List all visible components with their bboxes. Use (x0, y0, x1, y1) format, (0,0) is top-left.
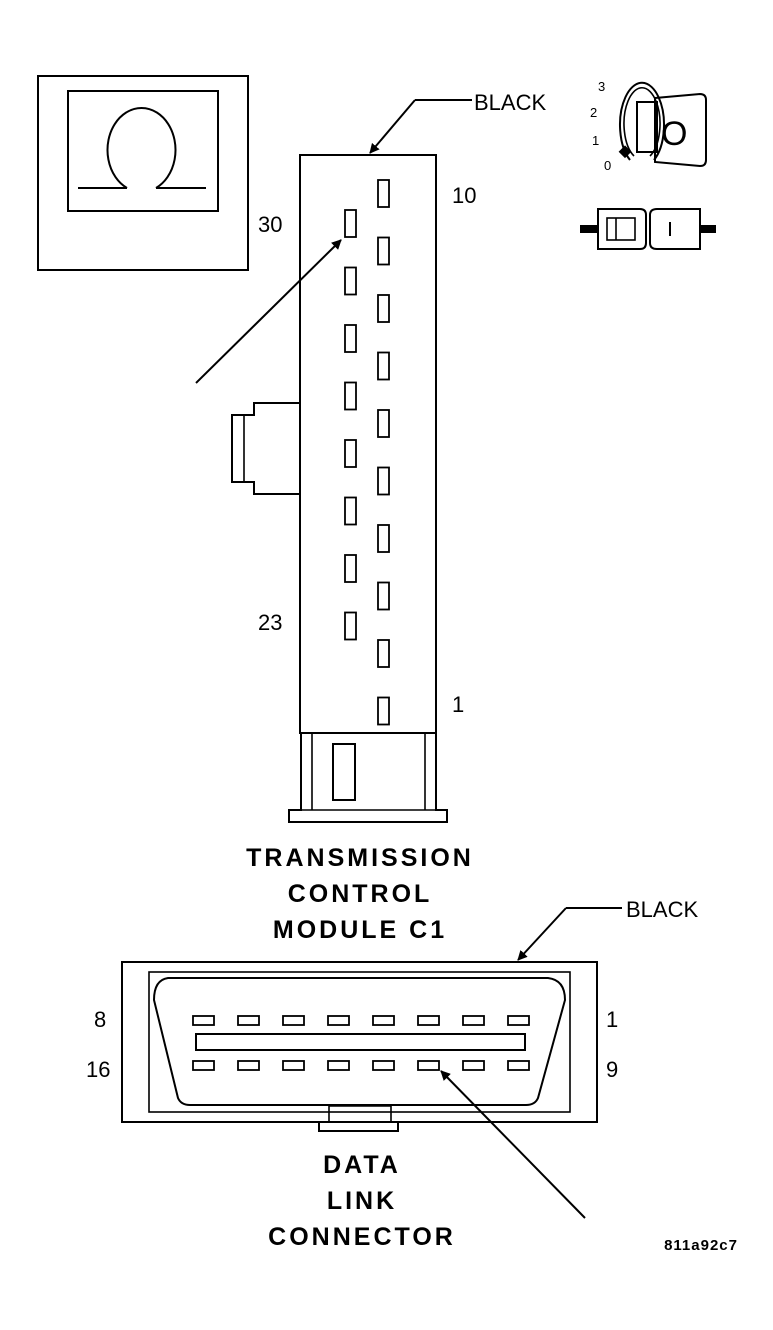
dlc-color-arrow (517, 907, 567, 961)
dlc-title-line-3: CONNECTOR (268, 1223, 456, 1251)
tcm-connector-lock (288, 733, 448, 823)
disconnected-connector-icon (580, 208, 716, 250)
ignition-cylinder-inner (623, 87, 661, 157)
dlc-pin-cavity (237, 1060, 260, 1071)
tcm-title-line-2: CONTROL (288, 880, 433, 908)
dlc-pin-cavity (417, 1015, 440, 1026)
tcm-pin-label-30: 30 (258, 212, 282, 237)
dlc-center-bar (195, 1033, 526, 1051)
data-link-connector: BLACK 8 1 16 9 DATA LINK CONNECTOR (86, 897, 698, 1251)
dlc-pin-cavity (192, 1060, 215, 1071)
tcm-pin-label-1: 1 (452, 692, 464, 717)
tcm-pin-label-23: 23 (258, 610, 282, 635)
key-label: O (661, 115, 687, 153)
tcm-pin-cavity (377, 179, 390, 208)
tcm-pin-cavity (377, 409, 390, 438)
dlc-pin-cavity (237, 1015, 260, 1026)
dlc-pin-cavity (282, 1060, 305, 1071)
tcm-pin-cavity (377, 581, 390, 611)
dlc-trapezoid-shell (152, 977, 567, 1106)
key-stem (636, 101, 658, 153)
dlc-pin-cavity (372, 1060, 395, 1071)
tcm-title-line-1: TRANSMISSION (246, 844, 474, 872)
connector-male-half (597, 208, 647, 250)
tcm-pin-cavity (344, 266, 357, 296)
ignition-key-icon: 3 2 1 0 O (590, 79, 707, 173)
dlc-pin-cavity (507, 1015, 530, 1026)
wire-left (580, 225, 598, 233)
ohmmeter-icon (37, 75, 249, 271)
tcm-connector: BLACK 10 30 23 1 TRANSMISSION CONTROL MO… (195, 90, 546, 944)
ohmmeter-body (37, 75, 249, 271)
ignition-pointer (618, 145, 632, 159)
connector-female-half (649, 208, 701, 250)
dlc-bottom-tab (318, 1122, 399, 1132)
dlc-pin-cavities (192, 1015, 530, 1071)
tcm-pin-cavity (344, 496, 357, 526)
ignition-position-0: 0 (604, 158, 611, 173)
dlc-pin-cavity (507, 1060, 530, 1071)
dlc-outer-housing (121, 961, 598, 1123)
figure-code: 811a92c7 (664, 1237, 738, 1254)
tcm-connector-body (299, 154, 437, 734)
tcm-pin-label-10: 10 (452, 183, 476, 208)
wire-right (700, 225, 716, 233)
key-head (654, 92, 707, 168)
ignition-position-1: 1 (592, 133, 599, 148)
dlc-bottom-tab-inner (328, 1105, 392, 1122)
dlc-pin-cavity (462, 1015, 485, 1026)
tcm-pin-cavity (344, 324, 357, 353)
ignition-position-2: 2 (590, 105, 597, 120)
tcm-pin-cavity (377, 639, 390, 668)
ignition-position-3: 3 (598, 79, 605, 94)
tcm-pin-cavity (344, 554, 357, 583)
tcm-pin-cavity (377, 524, 390, 553)
dlc-pin-label-8: 8 (94, 1007, 106, 1032)
ignition-cylinder (619, 81, 665, 161)
ohmmeter-display (67, 90, 219, 212)
tcm-lock-window (332, 743, 356, 801)
tcm-pin-cavity (344, 439, 357, 468)
dlc-pin-cavity (417, 1060, 440, 1071)
dlc-pin-cavity (327, 1060, 350, 1071)
dlc-probe-arrow (440, 1070, 586, 1219)
tcm-pin-cavity (377, 466, 390, 496)
tcm-color-label: BLACK (474, 90, 546, 115)
dlc-title-line-2: LINK (327, 1187, 397, 1215)
tcm-pin-cavity (344, 381, 357, 411)
dlc-pin-label-9: 9 (606, 1057, 618, 1082)
tcm-pin-cavity (344, 209, 357, 238)
tcm-color-arrow (369, 99, 416, 154)
dlc-inner-frame (148, 971, 571, 1113)
connector-male-tab (606, 217, 636, 241)
dlc-pin-cavity (282, 1015, 305, 1026)
tcm-pin-cavity (377, 351, 390, 381)
dlc-color-label: BLACK (626, 897, 698, 922)
tcm-pin-cavities (344, 179, 390, 726)
ohm-symbol-icon (106, 107, 177, 189)
tcm-pin-cavity (344, 611, 357, 641)
dlc-pin-label-1: 1 (606, 1007, 618, 1032)
tcm-pin-cavity (377, 236, 390, 266)
tcm-pin-cavity (377, 294, 390, 323)
dlc-pin-cavity (372, 1015, 395, 1026)
tcm-pin-cavity (377, 696, 390, 726)
dlc-title-line-1: DATA (323, 1151, 401, 1179)
dlc-pin-label-16: 16 (86, 1057, 110, 1082)
dlc-pin-cavity (192, 1015, 215, 1026)
tcm-connector-latch (231, 402, 300, 495)
dlc-pin-cavity (327, 1015, 350, 1026)
dlc-pin-cavity (462, 1060, 485, 1071)
tcm-title-line-3: MODULE C1 (273, 916, 447, 944)
tcm-probe-arrow (195, 239, 342, 384)
